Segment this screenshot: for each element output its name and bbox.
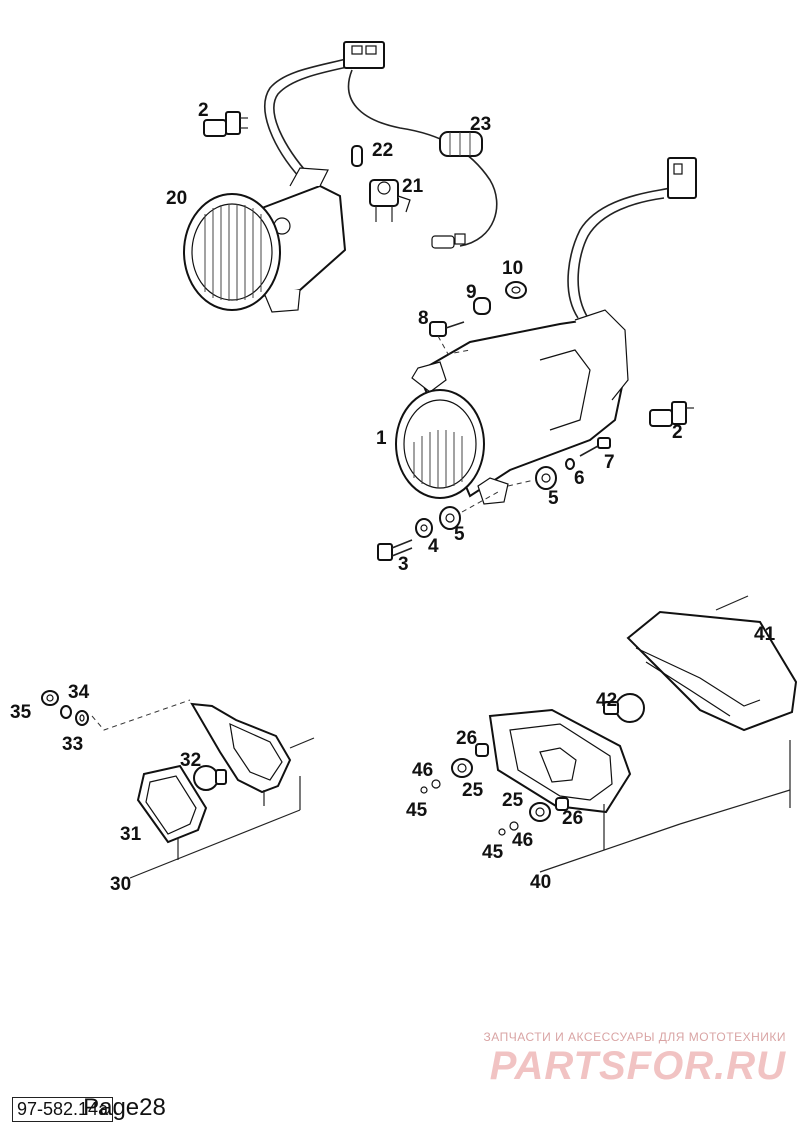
footer: 97-582.14a Page28 [12,1092,166,1122]
watermark-tagline: ЗАПЧАСТИ И АКСЕССУАРЫ ДЛЯ МОТОТЕХНИКИ [483,1030,786,1044]
lens-hatching [204,204,262,301]
nut-10 [505,281,527,299]
adjuster-8 [429,321,471,355]
page-label: Page28 [83,1094,166,1121]
watermark-logo: PARTSFOR.RU [489,1044,786,1088]
callout-label: 34 [68,682,90,703]
callout-label: 25 [502,790,524,811]
screw-7 [579,437,611,457]
spacer-5-right [535,466,557,490]
bulb-socket-21 [369,179,411,222]
bulb-2-top [203,111,248,137]
callout-label: 45 [482,842,504,863]
callout-label: 7 [604,452,615,473]
callout-label: 4 [428,536,439,557]
callout-label: 26 [456,728,477,749]
callout-label: 6 [574,468,585,489]
tail-light-hardware [420,743,569,836]
callout-label: 32 [180,750,201,771]
tail-bulb-42 [603,693,645,723]
callout-label: 2 [672,422,683,443]
washer-6 [565,458,575,470]
callout-label: 21 [402,176,424,197]
turn-signal-lens-31 [136,764,208,844]
callout-label: 31 [120,824,142,845]
callout-label: 8 [418,308,429,329]
callout-label: 5 [454,524,465,545]
grommet-9 [473,297,491,315]
callout-label: 5 [548,488,559,509]
callout-label: 20 [166,188,187,209]
callout-label: 41 [754,624,776,645]
callout-label: 26 [562,808,583,829]
callout-label: 9 [466,282,477,303]
spacer-5-left [439,506,461,530]
callout-label: 23 [470,114,491,135]
callout-label: 40 [530,872,551,893]
turn-signal-bulb-32 [193,765,227,791]
main-headlight-assembly [395,157,697,505]
callout-label: 35 [10,702,32,723]
callout-label: 22 [372,140,393,161]
reference-code: 97-582.14a [12,1097,114,1122]
callout-label: 25 [462,780,484,801]
callout-label: 46 [512,830,533,851]
small-headlight-assembly [183,41,498,313]
callout-label: 30 [110,874,131,895]
callout-label: 46 [412,760,433,781]
callout-label: 45 [406,800,428,821]
bolt-3 [377,539,413,561]
turn-signal-housing [190,702,315,794]
callout-label: 1 [376,428,387,449]
washer-4 [415,518,433,538]
bulb-2-right [649,401,694,427]
tail-light-lens-41 [626,595,798,732]
main-lens-hatching [413,430,463,488]
turn-signal-hardware [41,690,191,731]
callout-label: 3 [398,554,409,575]
callout-label: 2 [198,100,209,121]
tail-light-housing [488,708,632,814]
callout-labels: 2 20 22 23 21 10 9 8 1 2 7 6 5 5 4 3 41 … [10,100,776,895]
callout-label: 33 [62,734,83,755]
bulb-22 [351,145,363,167]
watermark: ЗАПЧАСТИ И АКСЕССУАРЫ ДЛЯ МОТОТЕХНИКИ PA… [484,1030,786,1088]
callout-label: 42 [596,690,617,711]
callout-label: 10 [502,258,523,279]
